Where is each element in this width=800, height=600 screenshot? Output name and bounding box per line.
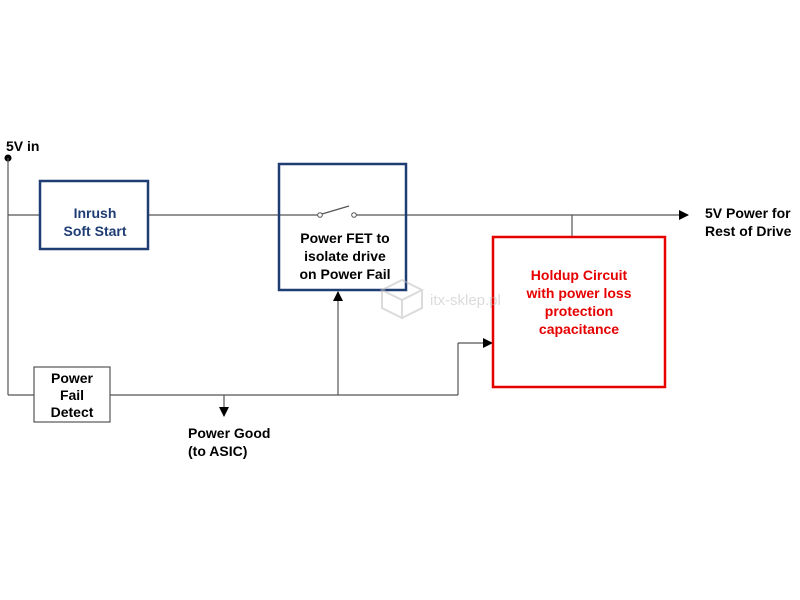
- holdup-line1: Holdup Circuit: [531, 267, 628, 283]
- power-fet-box: Power FET to isolate drive on Power Fail: [277, 162, 408, 292]
- holdup-line2: with power loss: [525, 285, 631, 301]
- power-good-line2: (to ASIC): [188, 443, 247, 459]
- holdup-line4: capacitance: [539, 321, 619, 337]
- detect-line3: Detect: [51, 404, 94, 420]
- switch-contact-left: [317, 212, 323, 218]
- switch-contact-right: [351, 212, 357, 218]
- switch-blade: [321, 205, 350, 215]
- fet-line2: isolate drive: [304, 248, 386, 264]
- power-good-line1: Power Good: [188, 425, 270, 441]
- output-label-line2: Rest of Drive: [705, 223, 792, 239]
- watermark-text: itx-sklep.pl: [430, 292, 501, 309]
- fet-line1: Power FET to: [300, 230, 389, 246]
- watermark-box-icon: [379, 278, 425, 320]
- inrush-line1: Inrush: [74, 205, 117, 221]
- inrush-line2: Soft Start: [64, 223, 127, 239]
- detect-line2: Fail: [60, 387, 84, 403]
- inrush-soft-start-box: Inrush Soft Start: [38, 179, 150, 251]
- holdup-circuit-box: Holdup Circuit with power loss protectio…: [491, 235, 667, 389]
- holdup-line3: protection: [545, 303, 613, 319]
- watermark: itx-sklep.pl: [379, 278, 501, 320]
- input-label: 5V in: [6, 138, 39, 154]
- fet-line3: on Power Fail: [299, 266, 390, 282]
- power-fail-detect-box: Power Fail Detect: [33, 366, 111, 423]
- output-label-line1: 5V Power for: [705, 205, 791, 221]
- detect-line1: Power: [51, 370, 94, 386]
